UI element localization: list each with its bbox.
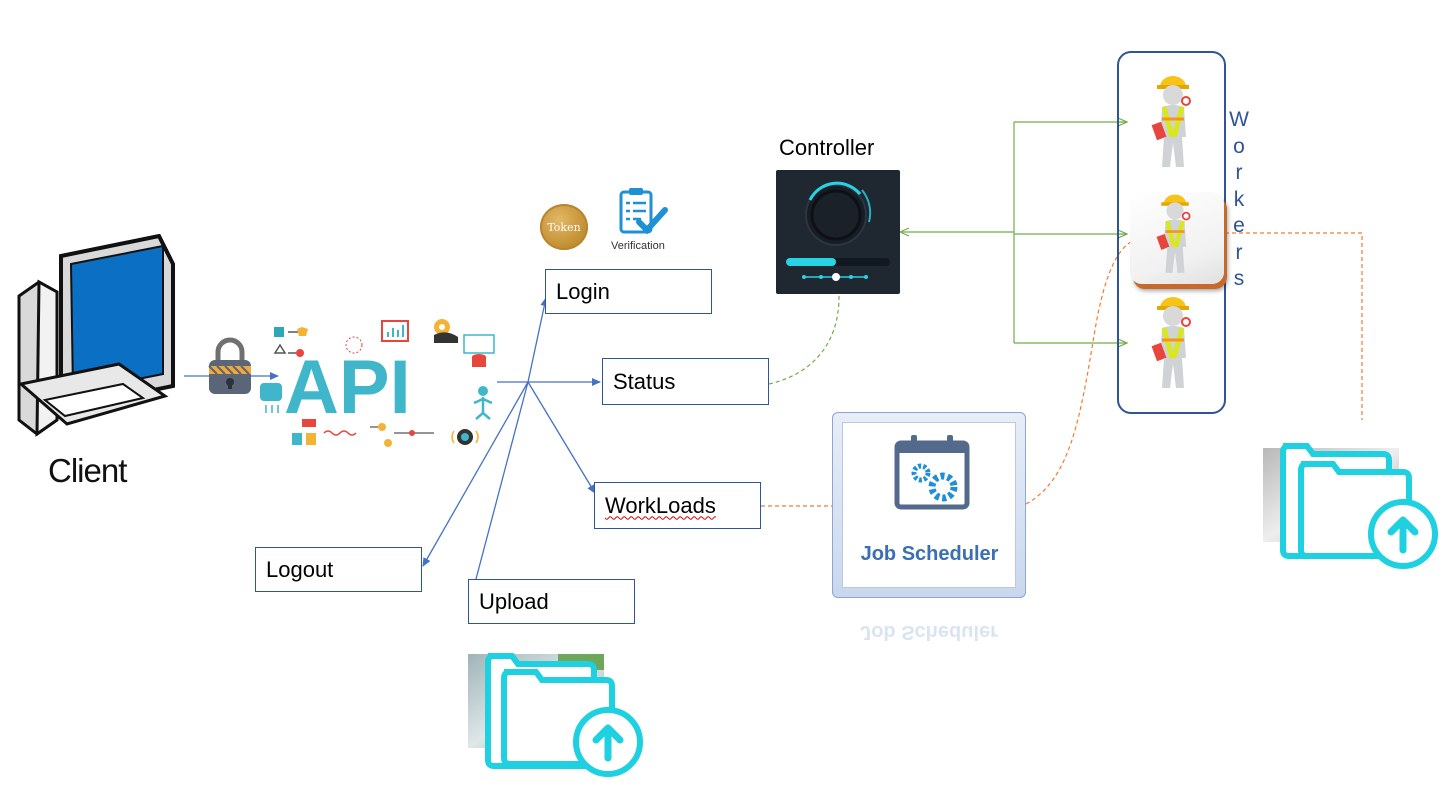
storage-folder-icon xyxy=(1263,443,1438,569)
client-label: Client xyxy=(48,452,127,489)
lock-icon xyxy=(208,337,251,394)
verification-clipboard-icon xyxy=(619,188,668,235)
logout-label: Logout xyxy=(266,556,334,582)
workers-container xyxy=(1117,51,1226,414)
arrow-to-logout xyxy=(422,381,529,567)
api-illustration: API xyxy=(260,319,495,447)
client-computer-icon xyxy=(17,234,175,437)
arrow-to-workloads xyxy=(527,381,596,494)
status-label: Status xyxy=(613,368,676,394)
job-scheduler-inner: Job Scheduler xyxy=(842,422,1016,588)
login-label: Login xyxy=(556,278,610,304)
workloads-box: WorkLoads xyxy=(594,482,761,529)
workers-letter: W xyxy=(1229,108,1249,131)
api-label: API xyxy=(284,345,411,430)
controller-panel xyxy=(776,170,900,294)
job-scheduler-box: Job Scheduler xyxy=(832,412,1026,598)
workers-label: W o r k e r s xyxy=(1228,107,1250,293)
controller-label: Controller xyxy=(779,135,875,160)
arrow-to-login xyxy=(527,297,549,383)
controller-knob-icon xyxy=(786,181,890,281)
worker-icon xyxy=(1151,76,1191,167)
token-coin-icon: Token xyxy=(540,204,588,250)
worker-storage-link xyxy=(1225,232,1363,420)
worker-icon xyxy=(1156,194,1191,273)
workers-letter: r xyxy=(1235,161,1243,184)
worker-icon xyxy=(1151,297,1191,388)
status-box: Status xyxy=(602,358,769,405)
verification-label: Verification xyxy=(611,240,665,252)
workloads-label: WorkLoads xyxy=(605,492,716,518)
workers-letter: s xyxy=(1233,267,1245,290)
upload-folder-icon xyxy=(468,653,643,777)
workers-letter: o xyxy=(1233,134,1245,158)
calendar-gear-icon xyxy=(894,435,970,510)
upload-box: Upload xyxy=(468,579,635,624)
job-scheduler-reflection: Job Scheduler xyxy=(860,621,998,643)
status-controller-link xyxy=(768,293,840,385)
job-scheduler-label: Job Scheduler xyxy=(860,543,999,565)
logout-box: Logout xyxy=(255,547,422,592)
workers-letter: r xyxy=(1235,240,1243,264)
upload-label: Upload xyxy=(479,588,549,614)
workers-letter: k xyxy=(1233,187,1245,211)
arrow-to-upload xyxy=(469,381,529,599)
workers-letter: e xyxy=(1233,214,1245,237)
login-box: Login xyxy=(545,269,712,314)
token-label: Token xyxy=(547,220,581,234)
